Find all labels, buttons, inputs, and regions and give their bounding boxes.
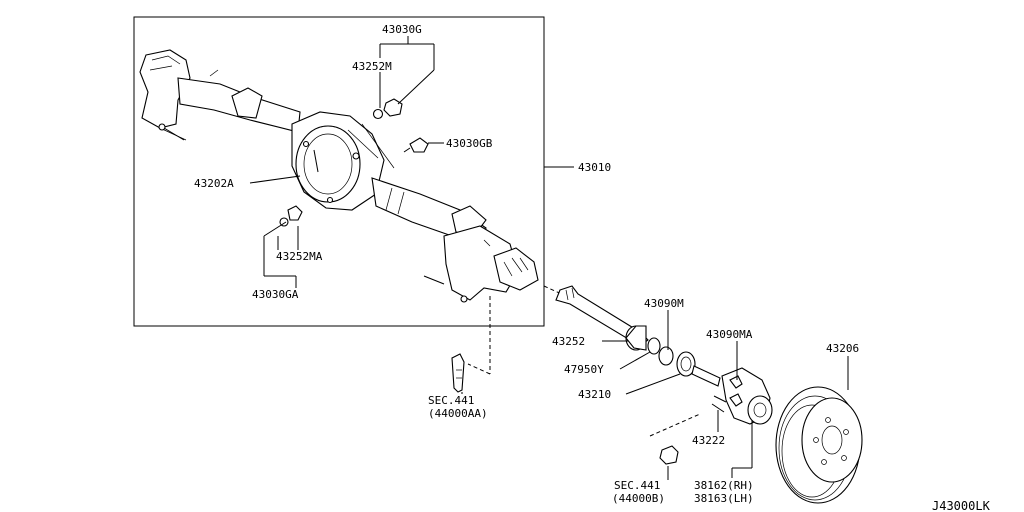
label-43210: 43210: [578, 388, 611, 401]
label-43252m: 43252M: [352, 60, 392, 73]
breather-parts: [279, 98, 429, 227]
label-43030g: 43030G: [382, 23, 422, 36]
label-sec441-44000aa-line2: (44000AA): [428, 407, 488, 420]
axle-shaft-parts: [451, 285, 773, 465]
label-43090ma: 43090MA: [706, 328, 753, 341]
label-sec441-44000b-line1: SEC.441: [614, 479, 660, 492]
label-38162-rh: 38162(RH): [694, 479, 754, 492]
axle-housing-illustration: [139, 49, 539, 303]
label-43202a: 43202A: [194, 177, 234, 190]
label-47950y: 47950Y: [564, 363, 604, 376]
label-sec441-44000aa-line1: SEC.441: [428, 394, 474, 407]
label-43252: 43252: [552, 335, 585, 348]
label-43030gb: 43030GB: [446, 137, 493, 150]
label-43222: 43222: [692, 434, 725, 447]
label-43206: 43206: [826, 342, 859, 355]
label-43010: 43010: [578, 161, 611, 174]
axle-assembly-frame: [133, 16, 545, 327]
label-sec441-44000b-line2: (44000B): [612, 492, 665, 505]
diagram-id-label: J43000LK: [932, 499, 991, 512]
label-43090m: 43090M: [644, 297, 684, 310]
leader-lines: [249, 36, 849, 480]
brake-drum-illustration: [775, 386, 863, 504]
label-43030ga: 43030GA: [252, 288, 299, 301]
label-43252ma: 43252MA: [276, 250, 323, 263]
label-38163-lh: 38163(LH): [694, 492, 754, 505]
